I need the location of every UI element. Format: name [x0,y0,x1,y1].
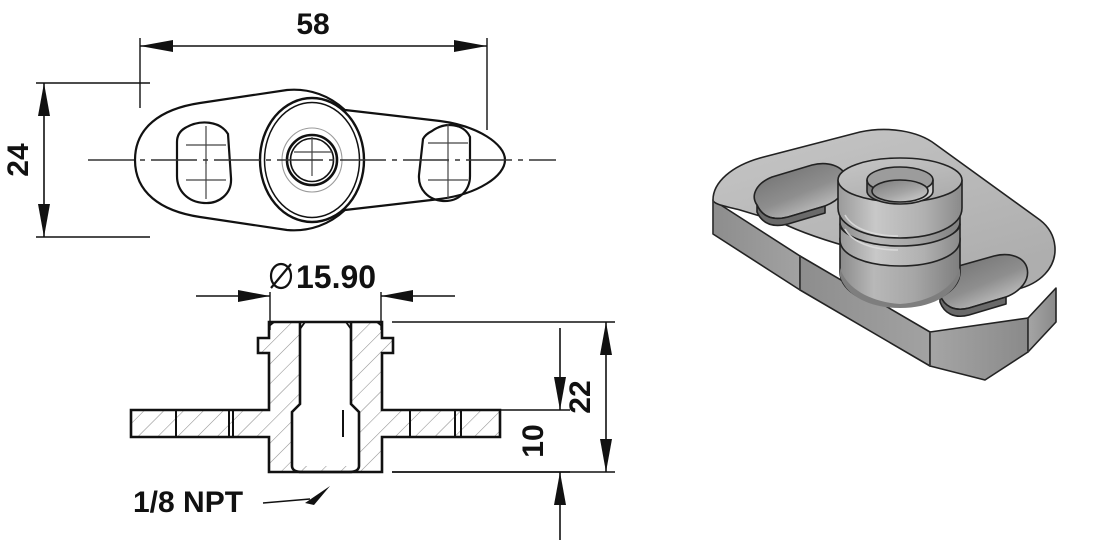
annotation-npt-label: 1/8 NPT [133,486,243,519]
flange-outline [133,88,507,232]
dimension-58: 58 [139,8,488,130]
iso-boss-highlight-arcs [844,214,899,251]
section-outline [129,320,502,474]
iso-slot-hole-right-wall [939,294,1007,318]
dimension-bore-diameter-label: 15.90 [296,259,376,295]
dimension-22-label: 22 [564,380,597,413]
iso-plate-side-front2 [929,317,1029,381]
dimension-10: 10 [392,328,570,540]
iso-boss-base-shadow [840,268,960,308]
iso-boss-bore-inner [871,179,929,203]
slot-hole-right [417,123,472,203]
iso-slot-hole-left-wall [756,204,826,227]
section-view: 15.90 22 [129,259,615,540]
top-view: 58 24 [2,8,556,238]
dimension-58-label: 58 [296,8,329,41]
annotation-npt: 1/8 NPT [133,486,330,519]
iso-plate-edge-lines [712,200,1029,366]
diameter-symbol-icon [269,262,293,290]
isometric-view [712,128,1057,381]
dimension-22: 22 [392,321,615,473]
slot-hole-left [175,121,233,205]
centermarks [186,124,468,199]
iso-plate-side-right [1027,287,1057,353]
dimension-bore-diameter: 15.90 [196,259,455,330]
section-internal-edges [175,410,462,437]
dimension-10-label: 10 [517,424,550,457]
section-hatch-region [131,322,500,472]
dimension-24: 24 [2,82,150,238]
dimension-24-label: 24 [2,143,35,177]
